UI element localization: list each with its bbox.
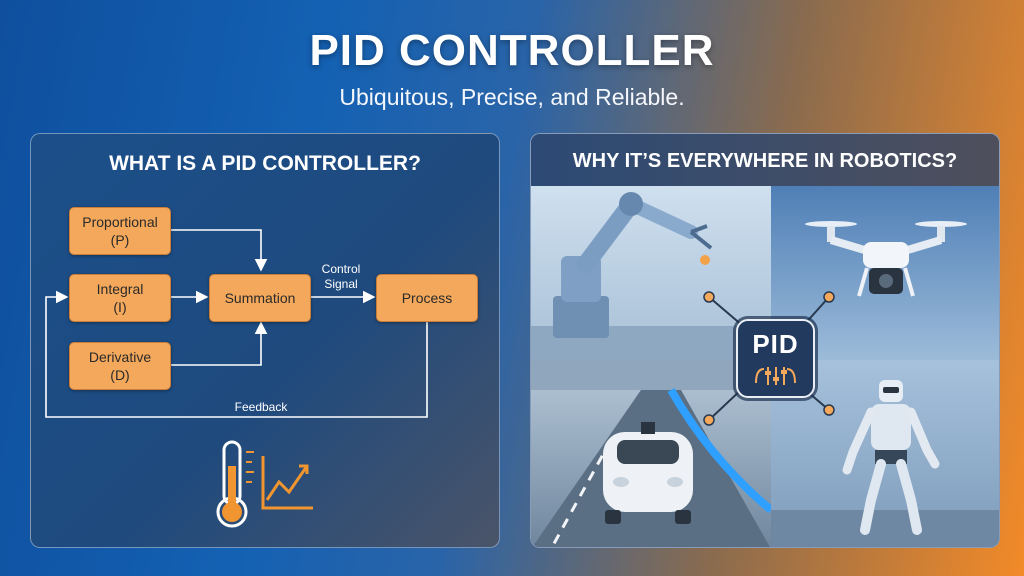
feedback-wire [45, 290, 428, 418]
page-title: PID CONTROLLER [309, 26, 715, 75]
derivative-block: Derivative (D) [69, 342, 171, 390]
left-panel-heading: WHAT IS A PID CONTROLLER? [109, 152, 421, 175]
integral-label: Integral [96, 281, 144, 297]
node-arm [703, 291, 715, 303]
robot-arm-image [531, 186, 771, 360]
control-signal-label: Control Signal [321, 262, 361, 291]
connector-car [708, 387, 744, 421]
pid-explainer-panel: WHAT IS A PID CONTROLLER? Proportional (… [30, 133, 500, 548]
p-to-sum-wire [169, 229, 268, 272]
proportional-symbol: (P) [110, 232, 130, 248]
process-label: Process [401, 290, 453, 306]
right-panel-header: WHY IT’S EVERYWHERE IN ROBOTICS? [531, 134, 999, 186]
thermometer-icon [216, 440, 254, 528]
block-diagram-wires [45, 229, 428, 418]
d-to-sum-wire [169, 321, 268, 366]
robot-arm-illustration [531, 192, 771, 360]
robotics-panel: WHY IT’S EVERYWHERE IN ROBOTICS? [530, 133, 1000, 548]
self-driving-car-image [531, 360, 771, 547]
process-block: Process [376, 274, 478, 322]
integral-block: Integral (I) [69, 274, 171, 322]
page-subtitle: Ubiquitous, Precise, and Reliable. [339, 84, 685, 110]
drone-illustration [805, 221, 967, 297]
pid-badge: PID [736, 319, 815, 398]
node-drone [823, 291, 835, 303]
pid-badge-text: PID [752, 329, 799, 359]
feedback-label: Feedback [234, 400, 288, 414]
humanoid-robot-illustration [771, 380, 999, 547]
connector-arm [708, 296, 744, 327]
integral-symbol: (I) [113, 299, 127, 315]
trend-chart-icon [261, 456, 313, 510]
node-humanoid [823, 404, 835, 416]
summation-block: Summation [209, 274, 311, 322]
proportional-label: Proportional [82, 214, 158, 230]
right-panel-heading: WHY IT’S EVERYWHERE IN ROBOTICS? [572, 150, 958, 172]
proportional-block: Proportional (P) [69, 207, 171, 255]
slider-icon [755, 367, 796, 385]
derivative-label: Derivative [88, 349, 152, 365]
derivative-symbol: (D) [110, 367, 130, 383]
node-car [703, 414, 715, 426]
summation-label: Summation [224, 290, 296, 306]
self-driving-car-illustration [531, 360, 771, 547]
